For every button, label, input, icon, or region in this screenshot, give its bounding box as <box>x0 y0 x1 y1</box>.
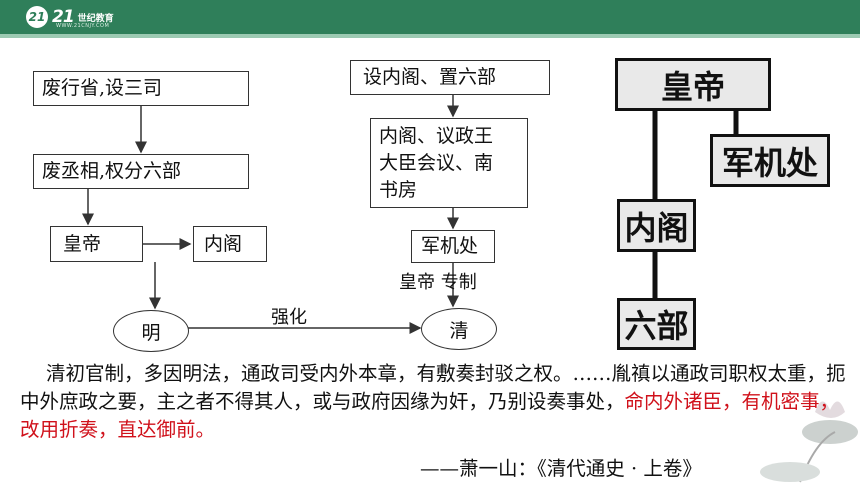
right-box-neige-text: 内阁 <box>624 208 689 247</box>
box-set-neige-text: 设内阁、置六部 <box>363 66 497 88</box>
box-ming-emperor: 皇帝 <box>50 226 143 262</box>
quote-text-red: 命内外诸臣，有机密事，改用折奏，直达御前。 <box>20 390 840 441</box>
box-abolish-provinces: 废行省,设三司 <box>33 71 249 106</box>
quote-source: ——萧一山：《清代通史 · 上卷》 <box>420 457 702 480</box>
box-set-neige: 设内阁、置六部 <box>350 60 550 95</box>
site-logo[interactable]: 21 21 世纪教育 <box>26 4 114 30</box>
box-junjichu-text: 军机处 <box>421 235 479 257</box>
right-box-junjichu-text: 军机处 <box>721 143 818 182</box>
historical-quote: 清初官制，多因明法，通政司受内外本章，有敷奏封驳之权。……胤禛以通政司职权太重，… <box>20 360 858 444</box>
logo-subtitle: 世纪教育 <box>77 13 114 24</box>
right-box-neige: 内阁 <box>617 199 696 252</box>
right-box-liubu-text: 六部 <box>624 307 689 345</box>
box-abolish-provinces-text: 废行省,设三司 <box>42 77 163 99</box>
header-stripe <box>0 34 860 38</box>
box-junjichu: 军机处 <box>411 230 495 263</box>
header-bar: 21 21 世纪教育 WWW.21CNJY.COM <box>0 0 860 34</box>
box-abolish-chancellor: 废丞相,权分六部 <box>33 154 249 189</box>
right-box-emperor-text: 皇帝 <box>660 67 725 106</box>
box-qing-councils-line2: 大臣会议、南 <box>379 152 494 174</box>
ellipse-ming: 明 <box>113 310 189 352</box>
box-ming-neige-text: 内阁 <box>204 233 243 255</box>
box-qing-councils-line3: 书房 <box>379 179 418 201</box>
label-strengthen: 强化 <box>271 307 307 328</box>
lotus-decoration-icon <box>760 401 858 483</box>
box-qing-councils: 内阁、议政王 大臣会议、南 书房 <box>370 118 528 208</box>
label-emperor-autocracy: 皇帝 专制 <box>399 272 477 293</box>
right-box-emperor: 皇帝 <box>615 58 771 111</box>
logo-url: WWW.21CNJY.COM <box>56 23 110 29</box>
box-ming-neige: 内阁 <box>193 226 267 262</box>
right-box-junjichu: 军机处 <box>710 134 830 187</box>
box-abolish-chancellor-text: 废丞相,权分六部 <box>42 160 182 182</box>
ellipse-qing: 清 <box>421 308 497 350</box>
box-ming-emperor-text: 皇帝 <box>63 233 102 255</box>
ellipse-ming-text: 明 <box>141 321 161 344</box>
quote-text-black: 清初官制，多因明法，通政司受内外本章，有敷奏封驳之权。……胤禛以通政司职权太重，… <box>20 362 846 413</box>
right-box-liubu: 六部 <box>617 298 696 350</box>
ellipse-qing-text: 清 <box>449 319 469 342</box>
runner-logo-icon: 21 <box>26 6 48 28</box>
box-qing-councils-line1: 内阁、议政王 <box>379 125 494 147</box>
logo-text: 21 <box>52 7 75 27</box>
